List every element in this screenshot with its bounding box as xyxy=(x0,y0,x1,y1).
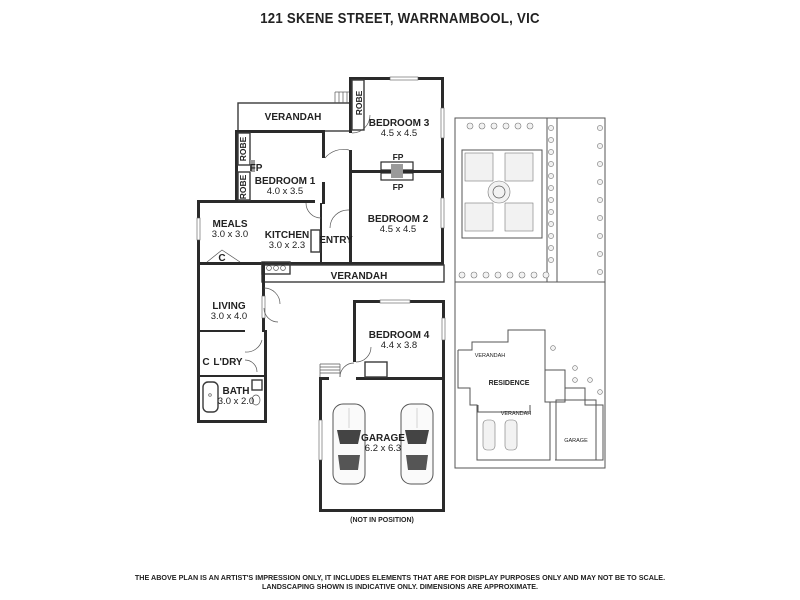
dims-bath: 3.0 x 2.0 xyxy=(218,396,254,407)
label-fp-bed2: FP xyxy=(393,182,404,192)
site-label-residence: RESIDENCE xyxy=(489,380,530,387)
disclaimer-line-1: THE ABOVE PLAN IS AN ARTIST'S IMPRESSION… xyxy=(134,573,666,582)
label-fp-bed1: FP xyxy=(250,163,263,174)
room-labels: VERANDAH ROBE BEDROOM 3 4.5 x 4.5 ROBE R… xyxy=(202,90,429,524)
car-right xyxy=(400,403,434,485)
dims-meals: 3.0 x 3.0 xyxy=(212,229,248,240)
label-entry: ENTRY xyxy=(319,235,353,246)
site-label-garage: GARAGE xyxy=(564,438,588,444)
label-living: LIVING xyxy=(212,301,246,312)
shrub-row-top xyxy=(466,122,534,130)
plan-title: 121 SKENE STREET, WARRNAMBOOL, VIC xyxy=(260,10,540,27)
steps-top xyxy=(334,91,350,103)
label-cupboard-ldry: C xyxy=(202,357,209,368)
site-label-verandah-lower: VERANDAH xyxy=(501,411,532,417)
label-bedroom2: BEDROOM 2 xyxy=(368,214,429,225)
label-verandah-top: VERANDAH xyxy=(265,112,322,123)
car-left xyxy=(332,403,366,485)
label-kitchen: KITCHEN xyxy=(265,230,309,241)
shrub-column-left xyxy=(548,125,554,263)
house-walls xyxy=(196,76,445,423)
disclaimer: THE ABOVE PLAN IS AN ARTIST'S IMPRESSION… xyxy=(0,573,800,591)
bathtub xyxy=(202,381,219,413)
site-garage-outline xyxy=(555,399,597,461)
label-laundry: L'DRY xyxy=(213,357,243,368)
dims-bedroom4: 4.4 x 3.8 xyxy=(381,340,417,351)
label-verandah-mid: VERANDAH xyxy=(331,271,388,282)
garage-walls xyxy=(318,299,446,512)
dims-bedroom2: 4.5 x 4.5 xyxy=(380,224,416,235)
label-robe-left-b: ROBE xyxy=(238,174,248,199)
label-robe-left-a: ROBE xyxy=(238,136,248,161)
label-fp-bed3: FP xyxy=(393,152,404,162)
label-bedroom3: BEDROOM 3 xyxy=(369,118,430,129)
site-label-verandah-upper: VERANDAH xyxy=(475,353,506,359)
dims-kitchen: 3.0 x 2.3 xyxy=(269,240,305,251)
label-bedroom4: BEDROOM 4 xyxy=(369,330,430,341)
disclaimer-line-2: LANDSCAPING SHOWN IS INDICATIVE ONLY. DI… xyxy=(261,582,539,591)
dims-garage: 6.2 x 6.3 xyxy=(365,443,401,454)
shrub-column-right xyxy=(597,125,603,275)
dims-bedroom1: 4.0 x 3.5 xyxy=(267,186,303,197)
site-plan: VERANDAH RESIDENCE VERANDAH GARAGE xyxy=(454,117,606,469)
dims-bedroom3: 4.5 x 4.5 xyxy=(381,128,417,139)
label-bedroom1: BEDROOM 1 xyxy=(255,176,316,187)
shrub-row-bottom xyxy=(458,271,550,279)
site-boundary xyxy=(454,117,606,469)
label-not-in-position: (NOT IN POSITION) xyxy=(350,517,414,524)
label-meals: MEALS xyxy=(213,219,248,230)
label-cupboard-meals: C xyxy=(218,253,225,264)
label-bath: BATH xyxy=(222,386,249,397)
label-garage: GARAGE xyxy=(361,433,405,444)
label-robe-upper: ROBE xyxy=(354,90,364,115)
dims-living: 3.0 x 4.0 xyxy=(211,311,247,322)
